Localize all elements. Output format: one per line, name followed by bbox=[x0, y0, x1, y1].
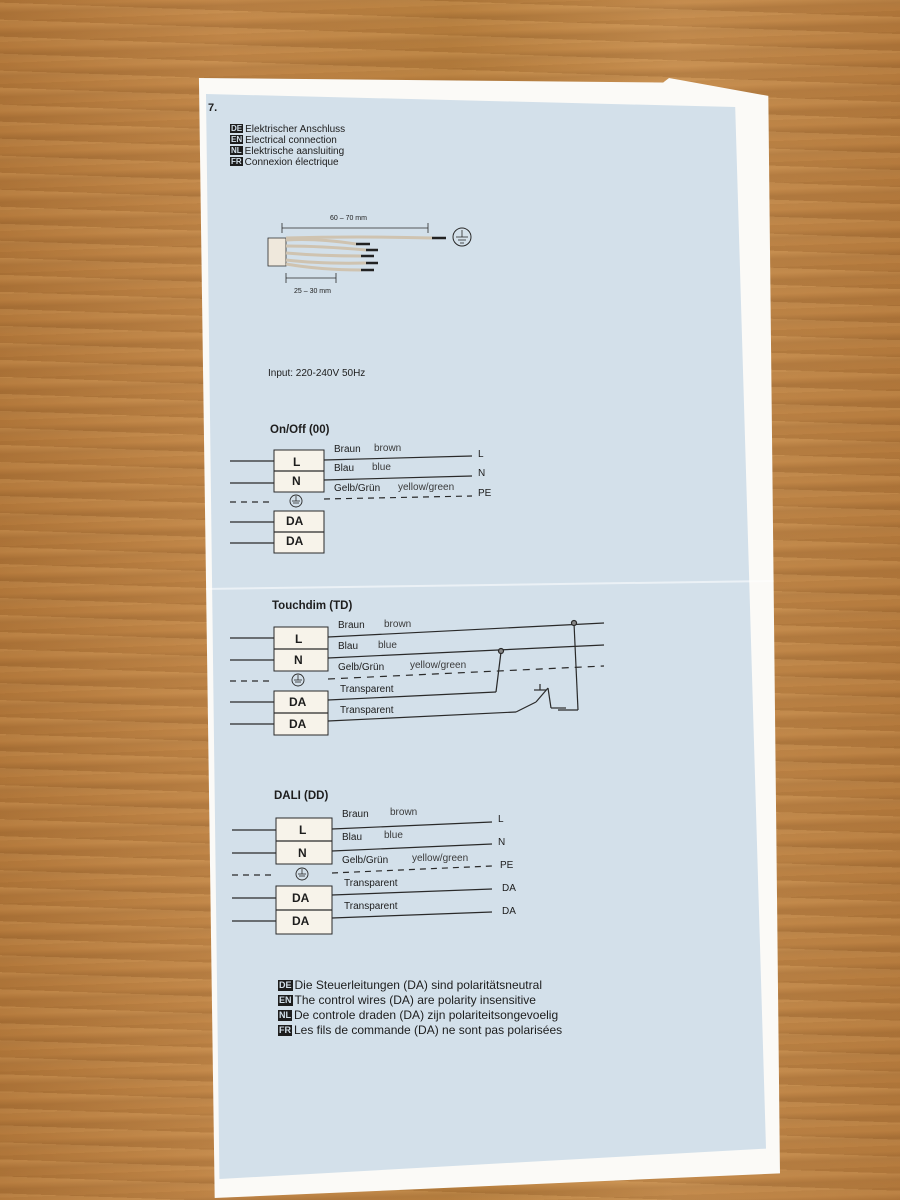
wire-label-en: blue bbox=[384, 830, 403, 841]
wire-label-de: Transparent bbox=[340, 705, 394, 716]
wire-label-en: blue bbox=[378, 640, 397, 651]
note-text: The control wires (DA) are polarity inse… bbox=[294, 993, 536, 1007]
wire-end: PE bbox=[500, 860, 514, 871]
dim-short: 25 – 30 mm bbox=[294, 288, 331, 295]
terminal-n: N bbox=[292, 474, 301, 488]
wire-label-de: Gelb/Grün bbox=[338, 662, 385, 673]
wire-label-en: yellow/green bbox=[398, 482, 455, 493]
note-text: De controle draden (DA) zijn polariteits… bbox=[294, 1008, 559, 1022]
cable-strip-drawing bbox=[267, 223, 472, 283]
dali-diagram bbox=[232, 817, 493, 935]
terminal-da: DA bbox=[292, 891, 310, 905]
wire-label-de: Braun bbox=[334, 444, 361, 455]
wire-label-de: Braun bbox=[338, 620, 365, 631]
terminal-da: DA bbox=[289, 695, 307, 709]
wire-label-de: Braun bbox=[342, 809, 369, 820]
page-number: 7. bbox=[208, 102, 218, 114]
title-text: Electrical connection bbox=[245, 135, 337, 146]
touchdim-title: Touchdim (TD) bbox=[272, 600, 353, 612]
wire-label-de: Transparent bbox=[344, 901, 398, 912]
terminal-da: DA bbox=[286, 534, 304, 548]
wire-label-de: Transparent bbox=[344, 878, 398, 889]
terminal-l: L bbox=[295, 632, 303, 646]
lang-tag: NL bbox=[230, 146, 243, 155]
wire-label-en: brown bbox=[374, 443, 402, 454]
terminal-n: N bbox=[294, 653, 303, 667]
lang-tag: EN bbox=[230, 135, 244, 144]
touchdim-diagram bbox=[230, 619, 605, 736]
wire-label-de: Blau bbox=[338, 641, 359, 652]
onoff-title: On/Off (00) bbox=[270, 424, 330, 436]
wire-label-en: yellow/green bbox=[412, 853, 469, 864]
note-text: Die Steuerleitungen (DA) sind polaritäts… bbox=[294, 978, 542, 992]
terminal-da: DA bbox=[289, 717, 307, 731]
lang-tag: DE bbox=[278, 980, 293, 991]
wire-label-de: Gelb/Grün bbox=[342, 855, 389, 866]
terminal-da: DA bbox=[292, 914, 310, 928]
dali-title: DALI (DD) bbox=[274, 790, 329, 802]
wire-label-de: Gelb/Grün bbox=[334, 483, 381, 494]
wire-label-de: Blau bbox=[342, 832, 363, 843]
wire-end: PE bbox=[478, 488, 492, 499]
wire-label-en: blue bbox=[372, 462, 391, 473]
lang-tag: DE bbox=[230, 124, 244, 133]
wire-end: N bbox=[478, 468, 486, 479]
wire-label-de: Blau bbox=[334, 463, 355, 474]
lang-tag: FR bbox=[230, 157, 243, 166]
wire-label-en: yellow/green bbox=[410, 660, 467, 671]
input-rating: Input: 220-240V 50Hz bbox=[268, 368, 366, 379]
terminal-da: DA bbox=[286, 514, 304, 528]
lang-tag: FR bbox=[278, 1025, 292, 1036]
wire-label-de: Transparent bbox=[340, 684, 394, 695]
terminal-l: L bbox=[299, 823, 307, 837]
title-text: Connexion électrique bbox=[244, 157, 339, 168]
wire-end: L bbox=[478, 449, 484, 460]
wire-end: DA bbox=[502, 883, 516, 894]
wire-end: N bbox=[498, 837, 506, 848]
wire-label-en: brown bbox=[390, 807, 418, 818]
note-text: Les fils de commande (DA) ne sont pas po… bbox=[294, 1023, 563, 1037]
wire-end: DA bbox=[502, 906, 516, 917]
title-text: Elektrischer Anschluss bbox=[245, 124, 346, 135]
lang-tag: NL bbox=[278, 1010, 292, 1021]
terminal-n: N bbox=[298, 846, 307, 860]
lang-tag: EN bbox=[278, 995, 293, 1006]
wire-label-en: brown bbox=[384, 619, 412, 630]
dim-long: 60 – 70 mm bbox=[330, 215, 367, 222]
terminal-l: L bbox=[293, 455, 301, 469]
wire-end: L bbox=[498, 814, 504, 825]
onoff-diagram bbox=[230, 449, 473, 554]
title-text: Elektrische aansluiting bbox=[244, 146, 345, 157]
wiring-drawing bbox=[230, 223, 605, 935]
